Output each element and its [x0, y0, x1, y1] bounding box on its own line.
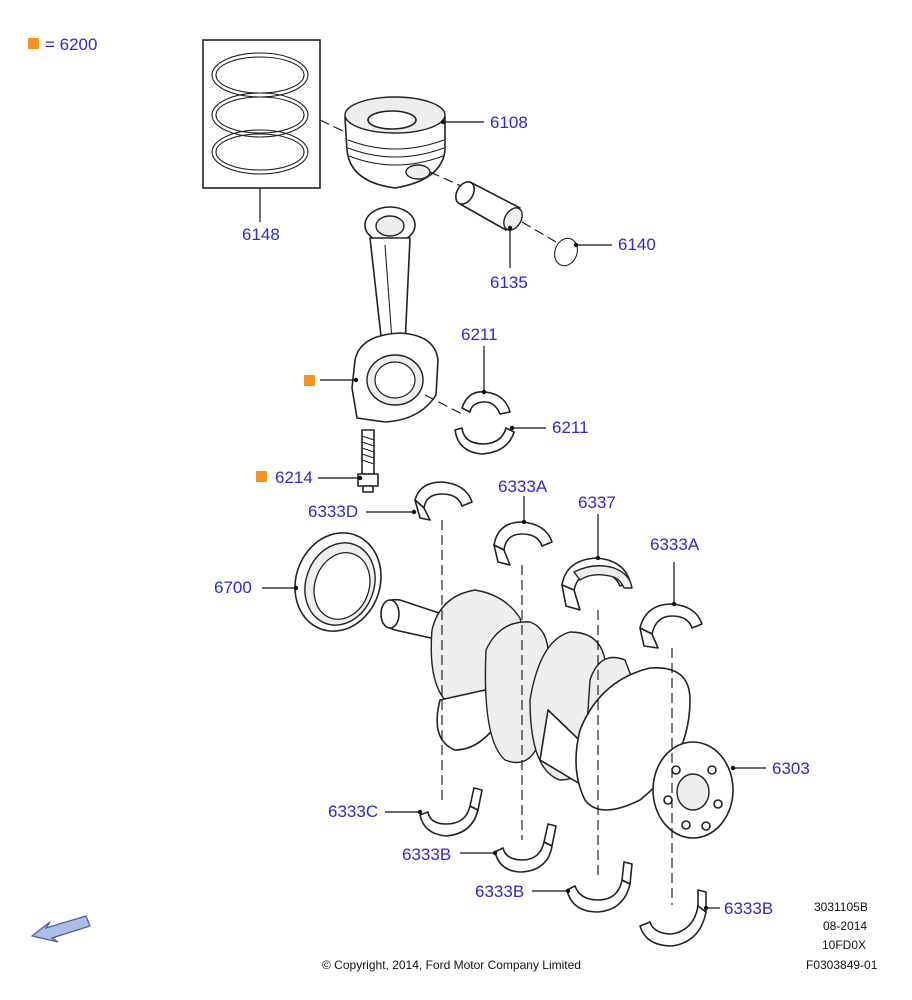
piston-rings: [202, 39, 321, 189]
main-bearing-6333d: [414, 481, 473, 521]
main-bearing-6333b-1: [494, 823, 557, 873]
code-line-1: 3031105B: [814, 900, 868, 914]
callout-6108: 6108: [490, 113, 528, 132]
piston: [344, 96, 446, 189]
piston-pin: [455, 181, 523, 231]
connecting-rod: [351, 206, 439, 423]
legend-text: = 6200: [45, 35, 97, 54]
legend-marker: [28, 38, 39, 49]
callout-6303: 6303: [772, 759, 810, 778]
thrust-bearing-6337: [561, 557, 633, 611]
callout-6333a-left: 6333A: [498, 477, 548, 496]
callout-6140: 6140: [618, 235, 656, 254]
main-bearing-6333b-3: [639, 889, 707, 947]
callout-6333b-1: 6333B: [402, 845, 451, 864]
marker-rod: [304, 375, 315, 386]
callout-6148: 6148: [242, 225, 280, 244]
callout-6333b-3: 6333B: [724, 899, 773, 918]
code-line-2: 08-2014: [823, 919, 867, 933]
main-bearing-6333c: [419, 787, 483, 837]
arrow-icon: [30, 915, 91, 943]
callout-6135: 6135: [490, 273, 528, 292]
callout-6333a-right: 6333A: [650, 535, 700, 554]
callout-6333b-2: 6333B: [475, 882, 524, 901]
callout-6211-right: 6211: [552, 418, 589, 437]
main-bearing-6333b-2: [566, 861, 633, 913]
code-line-3: 10FD0X: [822, 938, 866, 952]
marker-bolt: [256, 471, 267, 482]
rod-bolt: [357, 429, 379, 493]
rear-oil-seal: [294, 532, 382, 632]
callout-6333d: 6333D: [308, 502, 358, 521]
callout-6337: 6337: [578, 493, 616, 512]
code-line-4: F0303849-01: [806, 958, 878, 972]
callout-6214: 6214: [275, 468, 313, 487]
main-bearing-6333a-left: [493, 521, 553, 566]
rod-bearing-upper: [461, 391, 511, 415]
callout-6333c: 6333C: [328, 802, 378, 821]
copyright-text: © Copyright, 2014, Ford Motor Company Li…: [322, 958, 581, 972]
callout-6700: 6700: [214, 578, 252, 597]
snap-ring: [554, 237, 578, 267]
main-bearing-6333a-right: [639, 603, 703, 649]
callout-6211-top: 6211: [461, 325, 498, 344]
crankshaft: [380, 589, 734, 839]
rod-bearing-lower: [454, 427, 515, 455]
